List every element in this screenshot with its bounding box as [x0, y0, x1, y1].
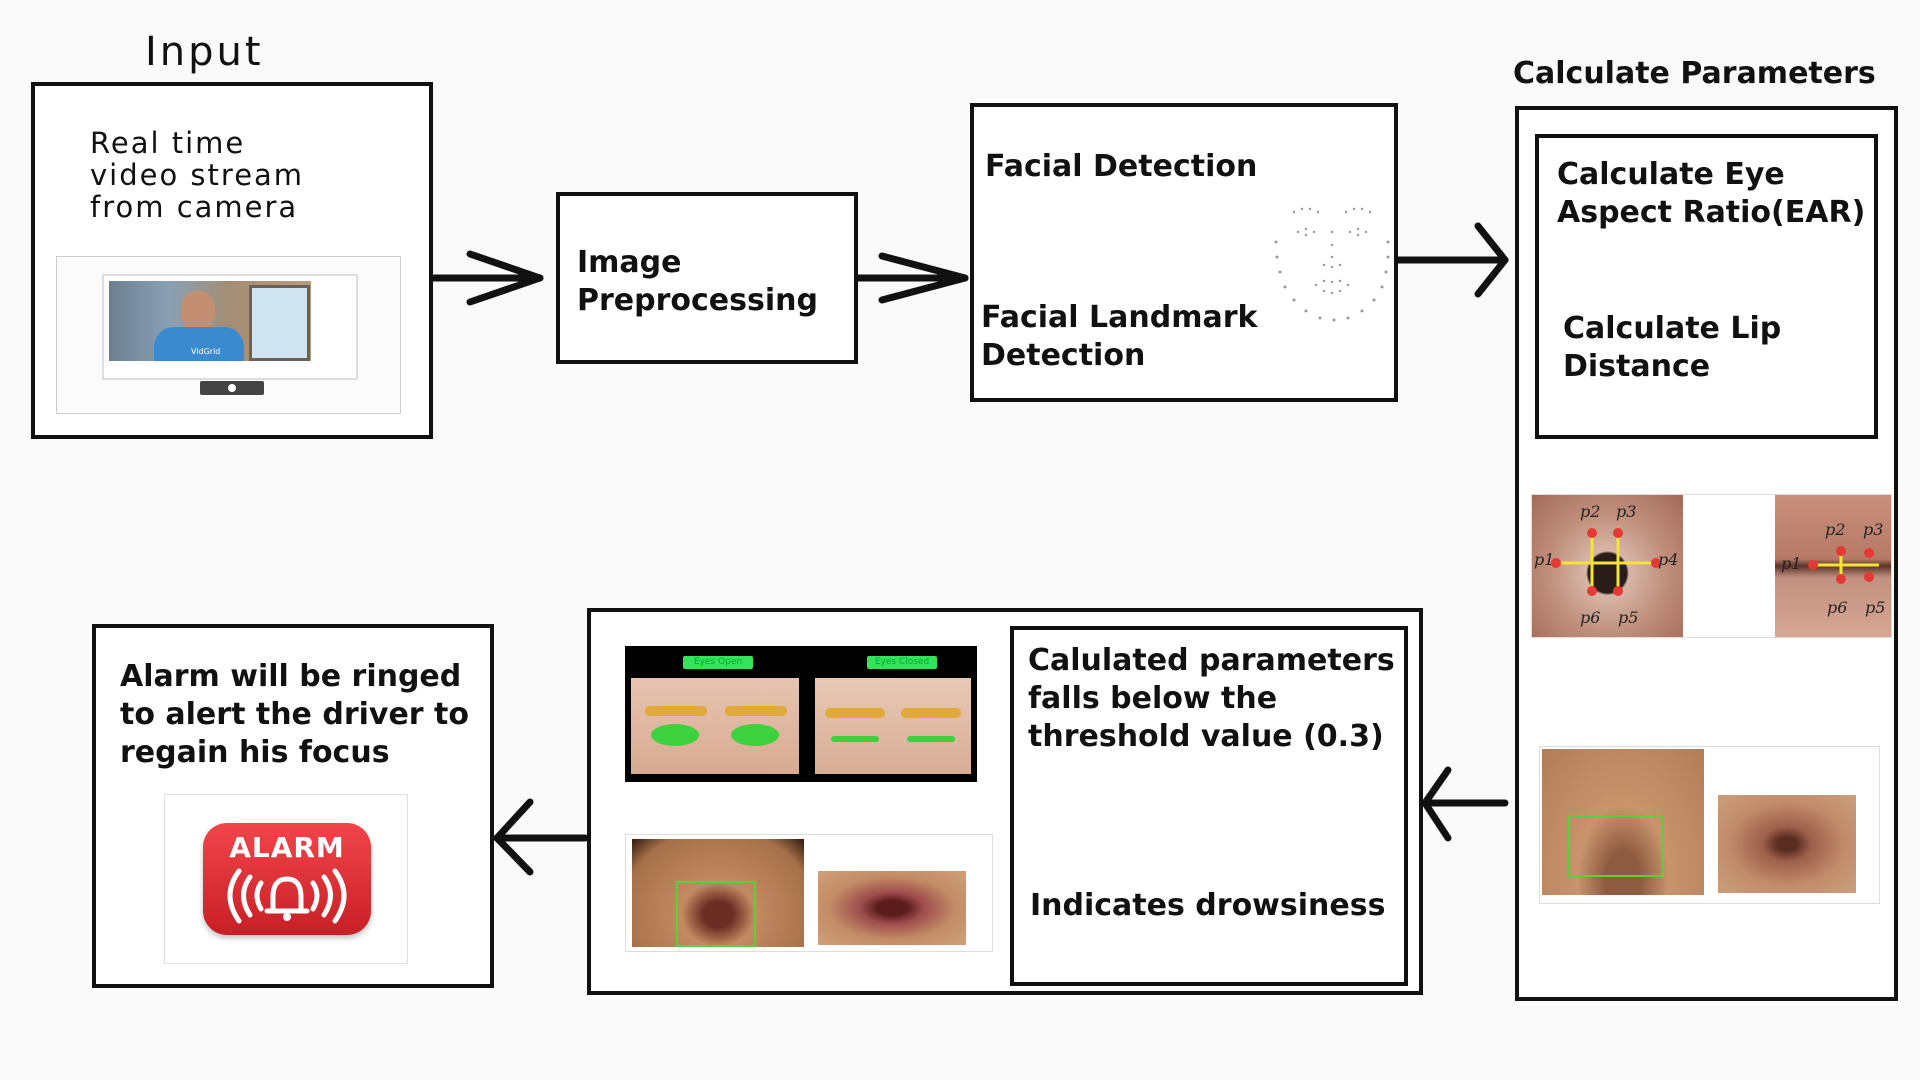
yawn-face-image	[632, 839, 804, 947]
eye-label-p4: p4	[1658, 550, 1678, 569]
input-heading: Input	[145, 29, 264, 75]
arrowhead-3	[1474, 222, 1509, 298]
preprocessing-text: Image Preprocessing	[577, 245, 818, 318]
input-text: Real time video stream from camera	[90, 126, 305, 224]
lip-panel	[1539, 746, 1880, 904]
person-head	[181, 291, 215, 331]
eye-landmark-panel: p2 p3 p1 p4 p6 p5 p2 p3 p1 p6 p5	[1531, 494, 1892, 638]
arrowhead-1	[466, 250, 544, 306]
lip-closeup-image	[1718, 795, 1856, 893]
eye-label-p2: p2	[1580, 502, 1600, 521]
alarm-badge-text: ALARM	[229, 831, 345, 864]
yawn-panel	[625, 834, 993, 952]
eye-open-image: p2 p3 p1 p4 p6 p5	[1532, 495, 1683, 637]
video-window: VidGrid	[102, 274, 358, 380]
video-stream-image: VidGrid	[109, 281, 311, 361]
eye2-label-p6: p6	[1827, 598, 1847, 617]
input-box: Real time video stream from camera VidGr…	[31, 82, 433, 439]
landmark-diagram	[1274, 207, 1390, 322]
alarm-image-frame: ALARM	[164, 794, 408, 964]
parameters-inner-box: Calculate Eye Aspect Ratio(EAR) Calculat…	[1535, 134, 1878, 439]
eye-label-p6: p6	[1580, 608, 1600, 627]
drowsiness-label: Indicates drowsiness	[1030, 888, 1386, 923]
video-frame: VidGrid	[56, 256, 401, 414]
video-caption: VidGrid	[191, 347, 221, 356]
lip-distance-label: Calculate Lip Distance	[1563, 311, 1782, 385]
yawn-closeup-image	[818, 871, 966, 945]
eye2-label-p5: p5	[1865, 598, 1885, 617]
lip-detection-box	[1568, 815, 1664, 877]
person-body	[154, 327, 244, 361]
facial-landmark-label: Facial Landmark Detection	[981, 300, 1258, 374]
preprocessing-box: Image Preprocessing	[556, 192, 858, 364]
eyes-closed-image	[815, 678, 971, 774]
threshold-text: Calulated parameters falls below the thr…	[1028, 643, 1395, 755]
parameters-box: Calculate Eye Aspect Ratio(EAR) Calculat…	[1515, 106, 1898, 1001]
parameters-heading: Calculate Parameters	[1513, 56, 1876, 91]
alarm-badge: ALARM	[203, 823, 371, 935]
arrowhead-5	[493, 798, 534, 876]
eye2-label-p2: p2	[1825, 520, 1845, 539]
facial-detection-label: Facial Detection	[985, 149, 1258, 184]
alarm-text: Alarm will be ringed to alert the driver…	[120, 659, 469, 771]
bell-icon	[227, 868, 347, 924]
eyes-closed-tag: Eyes Closed	[867, 656, 937, 669]
lip-face-image	[1542, 749, 1704, 895]
threshold-inner-box: Calulated parameters falls below the thr…	[1010, 626, 1408, 986]
eyes-open-tag: Eyes Open	[683, 656, 753, 669]
arrowhead-4	[1421, 766, 1452, 842]
eyes-open-image	[631, 678, 799, 774]
eye-label-p1: p1	[1534, 550, 1554, 569]
video-controls[interactable]	[200, 381, 264, 395]
detection-box: Facial Detection Facial Landmark Detecti…	[970, 103, 1398, 402]
eye2-label-p3: p3	[1863, 520, 1883, 539]
eye-state-panel: Eyes Open Eyes Closed	[625, 646, 977, 782]
eye-label-p3: p3	[1616, 502, 1636, 521]
eye2-label-p1: p1	[1781, 554, 1801, 573]
eye-label-p5: p5	[1618, 608, 1638, 627]
alarm-box: Alarm will be ringed to alert the driver…	[92, 624, 494, 988]
arrowhead-2	[878, 252, 969, 304]
threshold-outer-box: Eyes Open Eyes Closed Calulated paramete…	[587, 608, 1423, 995]
yawn-detection-box	[676, 881, 756, 947]
ear-label: Calculate Eye Aspect Ratio(EAR)	[1557, 157, 1866, 231]
eye-closed-image: p2 p3 p1 p6 p5	[1775, 495, 1891, 637]
